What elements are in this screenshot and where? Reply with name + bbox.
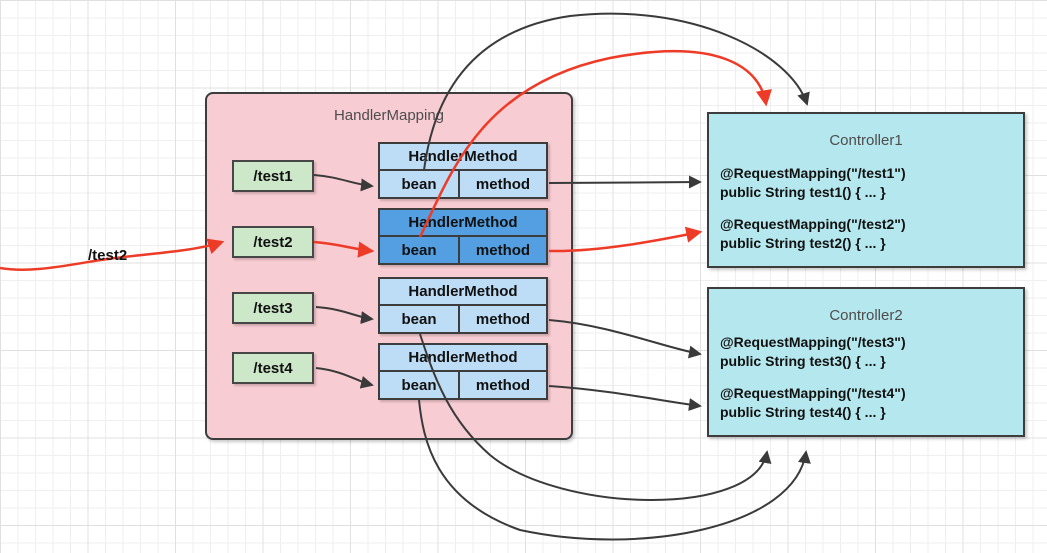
controller1-method-test2: @RequestMapping("/test2") public String … <box>720 215 906 253</box>
route-box-test1: /test1 <box>232 160 314 192</box>
signature-line: public String test1() { ... } <box>720 184 886 200</box>
bean-cell: bean <box>380 171 460 197</box>
signature-line: public String test4() { ... } <box>720 404 886 420</box>
annotation-line: @RequestMapping("/test1") <box>720 165 906 181</box>
handler-method-title: HandlerMethod <box>380 345 546 372</box>
controller1-title: Controller1 <box>829 132 903 149</box>
controller1-method-test1: @RequestMapping("/test1") public String … <box>720 164 906 202</box>
handler-method-table-3: HandlerMethod bean method <box>378 277 548 334</box>
signature-line: public String test3() { ... } <box>720 353 886 369</box>
annotation-line: @RequestMapping("/test3") <box>720 334 906 350</box>
annotation-line: @RequestMapping("/test4") <box>720 385 906 401</box>
handler-method-table-2-highlighted: HandlerMethod bean method <box>378 208 548 265</box>
route-box-test3: /test3 <box>232 292 314 324</box>
controller1-box: Controller1 @RequestMapping("/test1") pu… <box>707 112 1025 268</box>
controller2-box: Controller2 @RequestMapping("/test3") pu… <box>707 287 1025 437</box>
controller2-title: Controller2 <box>829 307 903 324</box>
route-box-test4: /test4 <box>232 352 314 384</box>
method-cell: method <box>475 376 531 394</box>
method-cell: method <box>475 175 531 193</box>
handler-method-title: HandlerMethod <box>380 279 546 306</box>
incoming-request-label: /test2 <box>88 247 128 264</box>
signature-line: public String test2() { ... } <box>720 235 886 251</box>
handler-method-title: HandlerMethod <box>380 144 546 171</box>
bean-cell: bean <box>380 372 460 398</box>
method-cell: method <box>475 310 531 328</box>
bean-cell: bean <box>380 237 460 263</box>
handler-method-table-1: HandlerMethod bean method <box>378 142 548 199</box>
bean-cell: bean <box>380 306 460 332</box>
controller2-method-test3: @RequestMapping("/test3") public String … <box>720 333 906 371</box>
handler-method-table-4: HandlerMethod bean method <box>378 343 548 400</box>
method-cell: method <box>475 241 531 259</box>
controller2-method-test4: @RequestMapping("/test4") public String … <box>720 384 906 422</box>
handler-mapping-title: HandlerMapping <box>333 107 445 124</box>
handler-method-title: HandlerMethod <box>380 210 546 237</box>
route-box-test2: /test2 <box>232 226 314 258</box>
annotation-line: @RequestMapping("/test2") <box>720 216 906 232</box>
